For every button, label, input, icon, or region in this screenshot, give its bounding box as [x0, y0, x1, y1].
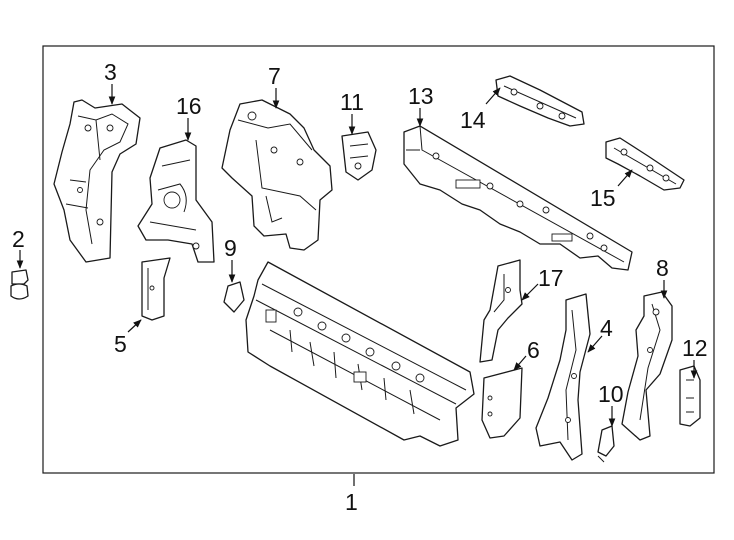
callout-3: 3	[104, 59, 117, 85]
part-12-bracket	[679, 365, 701, 427]
leader-4	[587, 335, 603, 353]
part-9-tab	[223, 281, 245, 313]
callout-11: 11	[340, 89, 364, 115]
callout-16: 16	[176, 93, 202, 119]
callout-5: 5	[114, 331, 127, 357]
callout-12: 12	[682, 335, 708, 361]
part-13-cross-member	[403, 125, 633, 271]
part-14-upper-bracket	[495, 75, 585, 127]
callout-6: 6	[527, 337, 540, 363]
part-17-pillar-bracket	[479, 259, 523, 363]
part-4-pillar	[535, 293, 591, 461]
part-2-clip	[10, 269, 29, 300]
leader-17	[521, 283, 539, 301]
callout-7: 7	[268, 63, 281, 89]
leader-5	[127, 319, 142, 333]
callout-1: 1	[345, 489, 358, 515]
part-11-bracket	[341, 131, 377, 181]
callout-2: 2	[12, 226, 25, 252]
callout-13: 13	[408, 83, 434, 109]
callout-9: 9	[224, 235, 237, 261]
part-10-cap	[597, 425, 615, 463]
leader-15	[617, 169, 633, 187]
part-6-plate	[481, 367, 523, 439]
callout-10: 10	[598, 381, 624, 407]
part-15-upper-bracket	[605, 137, 685, 191]
callout-8: 8	[656, 255, 669, 281]
part-7-quarter-panel	[221, 99, 333, 251]
callout-17: 17	[538, 265, 564, 291]
callout-15: 15	[590, 185, 616, 211]
part-5-bracket	[141, 257, 171, 321]
leader-6	[513, 355, 527, 371]
part-3-inner-panel	[53, 99, 141, 263]
part-16-wheelhouse	[137, 139, 215, 263]
part-8-right-panel	[621, 291, 673, 441]
part-1-rear-panel	[245, 261, 475, 447]
diagram-frame	[42, 45, 715, 474]
callout-4: 4	[600, 315, 613, 341]
callout-14: 14	[460, 107, 486, 133]
leader-14	[485, 87, 501, 105]
